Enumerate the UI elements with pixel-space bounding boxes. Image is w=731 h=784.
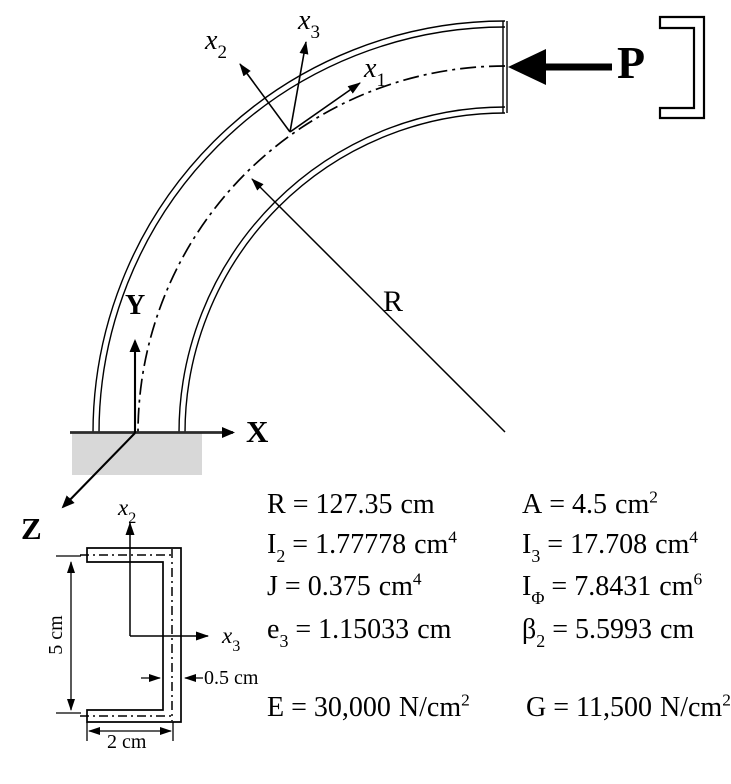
radius-label: R	[383, 285, 404, 318]
local-x3-label: x3	[298, 5, 320, 43]
global-x-label: X	[246, 414, 269, 449]
global-axes	[61, 339, 235, 509]
thickness-dim-label: 0.5 cm	[204, 667, 259, 689]
local-x2-axis-arrow	[239, 63, 291, 133]
beam-end-face	[502, 21, 508, 113]
local-axes	[239, 41, 361, 133]
section-axes	[125, 522, 209, 641]
section-centerlines	[80, 549, 173, 721]
width-dim-label: 2 cm	[107, 731, 147, 753]
force-p-arrow	[508, 49, 612, 85]
force-p-label: P	[617, 37, 646, 88]
beam-outer-wall-inner-arc	[98, 26, 506, 434]
support-block	[72, 433, 202, 475]
channel-section-symbol	[658, 15, 706, 120]
beam-outer-wall-outer-arc	[92, 20, 506, 434]
radius-line-arrow	[251, 178, 506, 433]
section-x3-label: x3	[222, 623, 241, 655]
local-x1-label: x1	[364, 53, 386, 91]
local-x2-label: x2	[205, 25, 227, 63]
fixed-support	[72, 433, 202, 475]
global-y-label: Y	[125, 290, 146, 321]
channel-outline	[86, 547, 182, 723]
local-x3-axis-arrow	[289, 41, 309, 133]
height-dim-label: 5 cm	[45, 615, 67, 655]
global-z-label: Z	[21, 511, 42, 546]
section-dimensions	[56, 555, 203, 741]
section-x2-label: x2	[118, 495, 137, 527]
local-x1-axis-arrow	[289, 82, 361, 133]
cross-section-detail	[56, 522, 209, 741]
p-arrow-head	[508, 49, 546, 85]
global-z-axis-arrow	[61, 432, 136, 509]
